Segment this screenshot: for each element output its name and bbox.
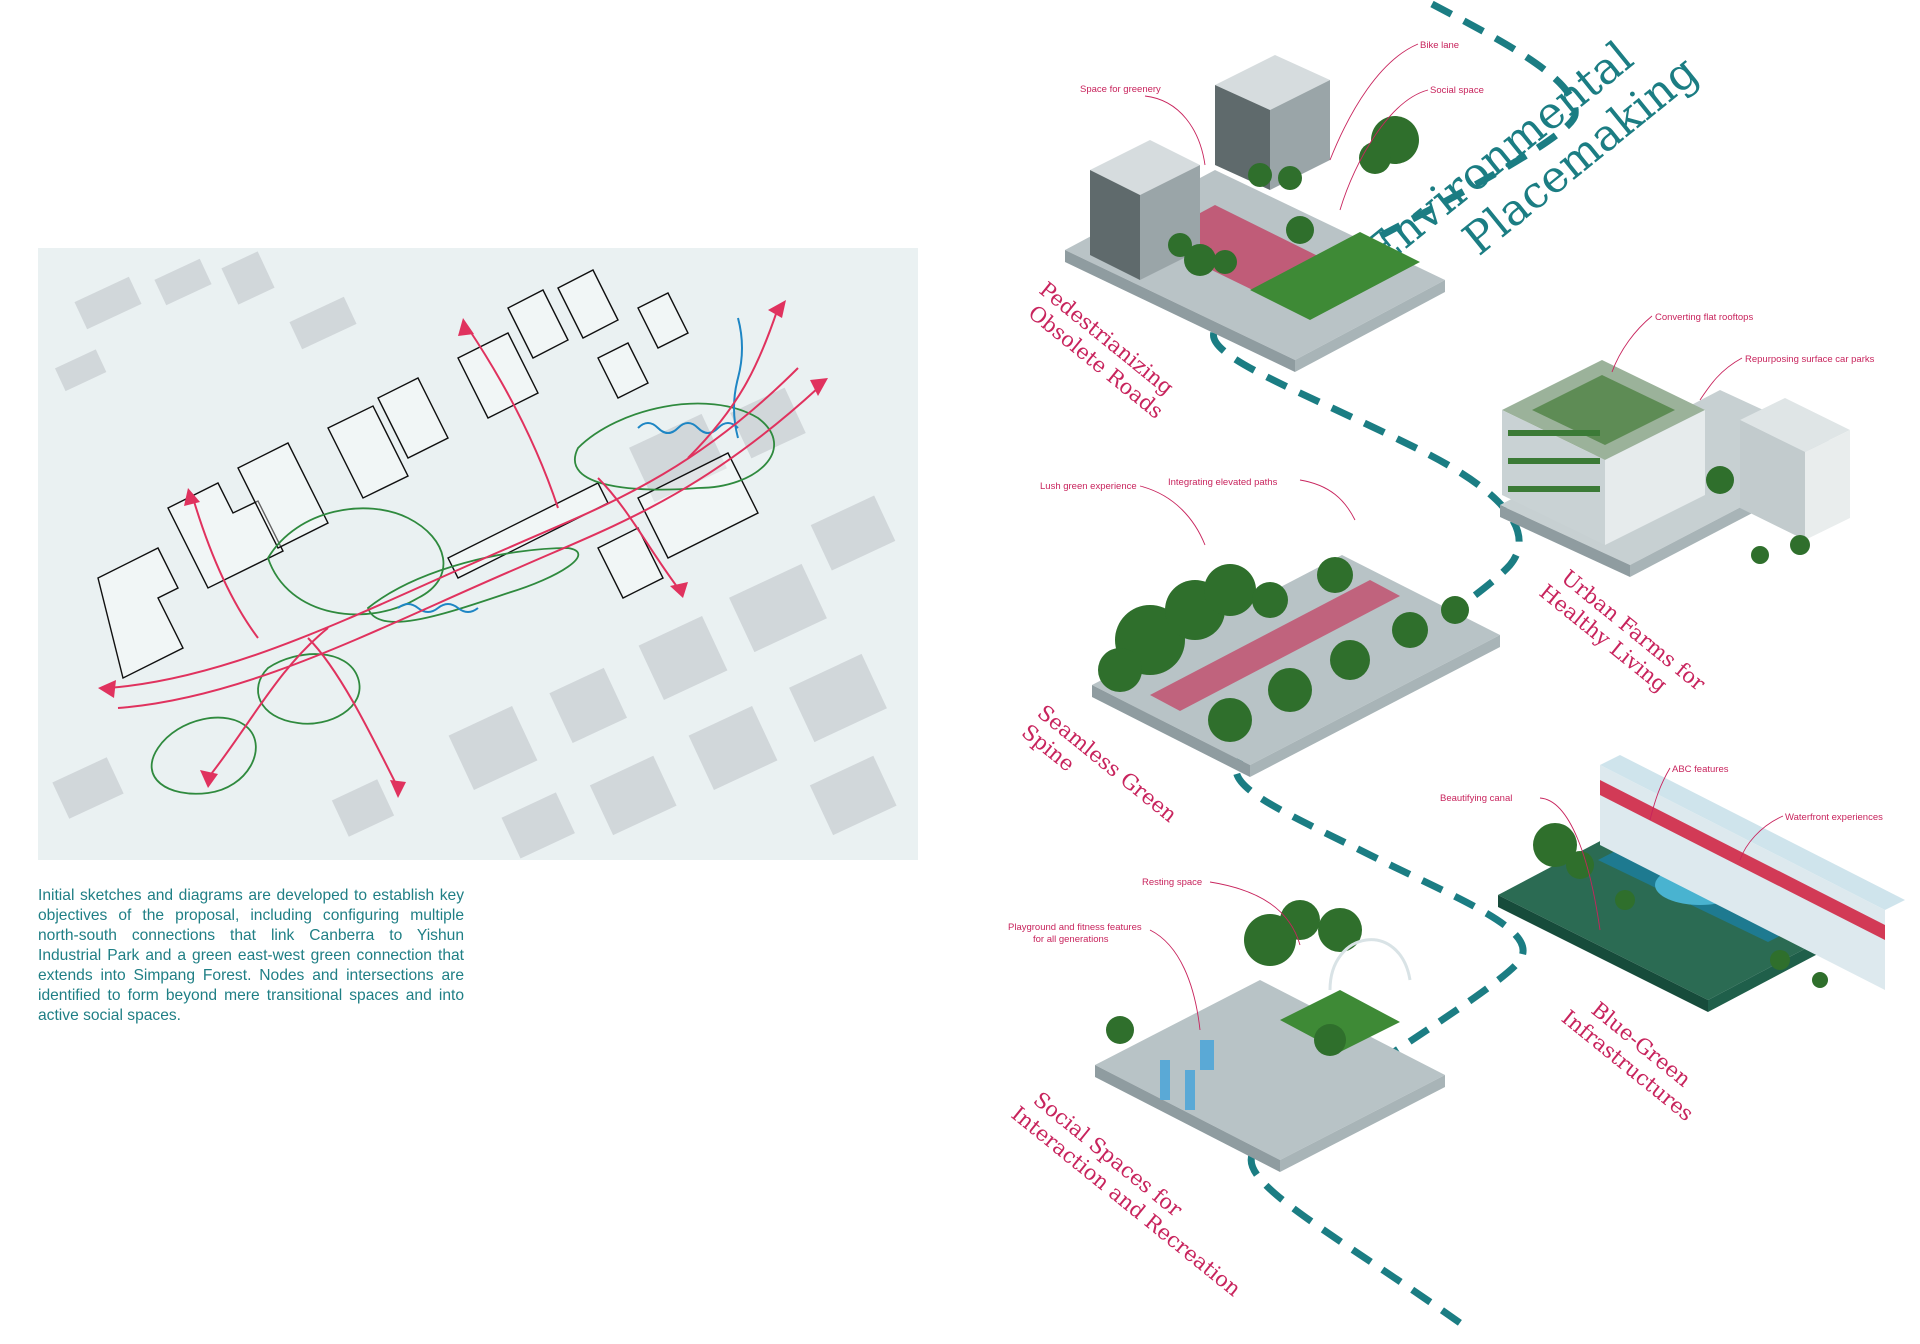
sketch-drawing <box>52 251 897 859</box>
vignette-blue-green: ABC features Beautifying canal Waterfron… <box>1440 755 1905 1126</box>
callout-waterfront: Waterfront experiences <box>1785 812 1883 823</box>
callout-abc-features: ABC features <box>1672 764 1729 775</box>
callout-elevated-paths: Integrating elevated paths <box>1168 477 1278 488</box>
callout-resting-space: Resting space <box>1142 877 1202 888</box>
callout-space-for-greenery: Space for greenery <box>1080 84 1161 95</box>
vignette-pedestrianizing-roads: Space for greenery Bike lane Social spac… <box>1024 40 1484 424</box>
vignette-urban-farms: Converting flat rooftops Repurposing sur… <box>1500 312 1875 697</box>
blue-water-sketch <box>397 317 743 613</box>
vignette-green-spine: Integrating elevated paths Lush green ex… <box>1017 477 1500 827</box>
callout-bike-lane: Bike lane <box>1420 40 1459 51</box>
callout-playground: Playground and fitness features <box>1008 922 1142 933</box>
callout-beautifying-canal: Beautifying canal <box>1440 793 1512 804</box>
base-map-blocks <box>52 251 897 859</box>
concept-sketch <box>38 248 918 860</box>
green-corridor-sketch <box>150 402 775 795</box>
callout-converting-rooftops: Converting flat rooftops <box>1655 312 1753 323</box>
callout-lush-green: Lush green experience <box>1040 481 1137 492</box>
sketch-caption: Initial sketches and diagrams are develo… <box>38 887 464 1024</box>
callout-playground-line2: for all generations <box>1033 934 1109 945</box>
building-outlines <box>97 269 759 680</box>
arrow-heads <box>98 300 828 798</box>
vignette-social-spaces: Resting space Playground and fitness fea… <box>1007 877 1445 1301</box>
red-circulation-arrows <box>107 307 819 789</box>
callout-repurposing-car-parks: Repurposing surface car parks <box>1745 354 1875 365</box>
callout-social-space: Social space <box>1430 85 1484 96</box>
